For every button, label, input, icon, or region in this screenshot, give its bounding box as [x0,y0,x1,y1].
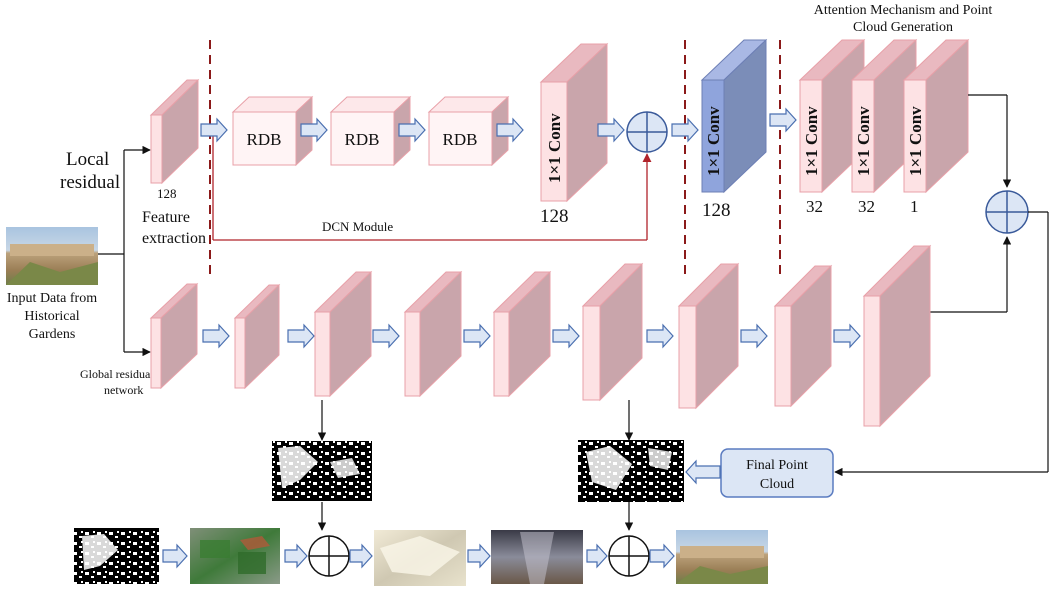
conv-size-label: 128 [540,206,569,227]
pipeline-marble-image [374,530,466,586]
flow-arrow [671,117,699,143]
local-residual-label: Local [66,149,109,170]
input-label: Historical [24,309,79,324]
dcn-module-label: DCN Module [322,219,393,234]
attention-connection [968,94,1012,188]
pipeline-output-image [676,530,768,584]
conv-label: 1×1 Conv [854,106,873,176]
flow-arrow [586,543,608,569]
conv-size-label: 32 [806,197,823,216]
mask-image [272,441,372,501]
flow-arrow [552,323,580,349]
flow-arrow [740,323,768,349]
global-slab [773,264,833,408]
global-slab [677,262,740,410]
flow-arrow [372,323,400,349]
flow-arrow [300,117,328,143]
global-residual-label: network [104,383,143,397]
flow-arrow [649,543,675,569]
feature-extraction-label: Feature [142,209,190,226]
conv-size-label: 128 [702,200,731,221]
flow-arrow [162,543,188,569]
flow-arrow [463,323,491,349]
flow-arrow [597,117,625,143]
flow-arrow [769,107,797,133]
global-slab [862,244,932,428]
input-label: Input Data from [7,291,97,306]
flow-arrow [833,323,861,349]
rdb-label: RDB [247,130,282,149]
rdb-block: RDB [329,95,412,167]
flow-arrow [349,543,373,569]
global-connection [930,236,1012,313]
pipeline-green-map [190,528,280,584]
feature-slab [149,78,200,185]
final-point-cloud-label: Cloud [760,477,794,492]
local-residual-label: residual [60,172,120,193]
rdb-block: RDB [427,95,510,167]
feature-extraction-label: extraction [142,230,206,247]
global-slab [403,270,463,398]
global-slab [149,282,199,390]
flow-arrow [200,117,228,143]
sum-node-final [985,190,1029,234]
sum-node-bottom [308,535,350,577]
global-slab [313,270,373,398]
conv-label: 1×1 Conv [704,106,723,176]
conv-size-label: 1 [910,197,919,216]
mask-image [578,440,684,502]
rdb-label: RDB [443,130,478,149]
attention-title: Cloud Generation [853,20,953,35]
global-residual-label: Global residual [80,367,154,381]
rdb-label: RDB [345,130,380,149]
rdb-block: RDB [231,95,314,167]
attention-title: Attention Mechanism and Point [814,3,993,18]
flow-arrow [284,543,308,569]
conv-slab: 1×1 Conv [539,42,609,203]
conv-slab-blue: 1×1 Conv [700,38,768,194]
global-slab [233,283,281,390]
conv-label: 1×1 Conv [906,106,925,176]
flow-arrow [202,323,230,349]
pipeline-mask-image [74,528,159,584]
sum-node-bottom [608,535,650,577]
global-slab [581,262,644,402]
flow-arrow [646,323,674,349]
conv-label: 1×1 Conv [545,113,564,183]
attention-conv-slab: 1×1 Conv [902,38,970,194]
sum-node [626,111,668,153]
global-slab [492,270,552,398]
conv-label: 1×1 Conv [802,106,821,176]
input-branch [98,145,151,357]
conv-size-label: 32 [858,197,875,216]
input-label: Gardens [29,327,76,342]
output-connection [834,211,1049,477]
feature-size-label: 128 [157,186,177,201]
flow-arrow [398,117,426,143]
flow-arrow [496,117,524,143]
flow-arrow [287,323,315,349]
dcn-skip-line [212,130,652,241]
final-point-cloud-box: Final Point Cloud [720,448,834,498]
final-point-cloud-label: Final Point [746,458,808,473]
flow-arrow-left [685,459,721,485]
input-image [6,227,98,285]
flow-arrow [467,543,491,569]
pipeline-hall-image [491,530,583,584]
